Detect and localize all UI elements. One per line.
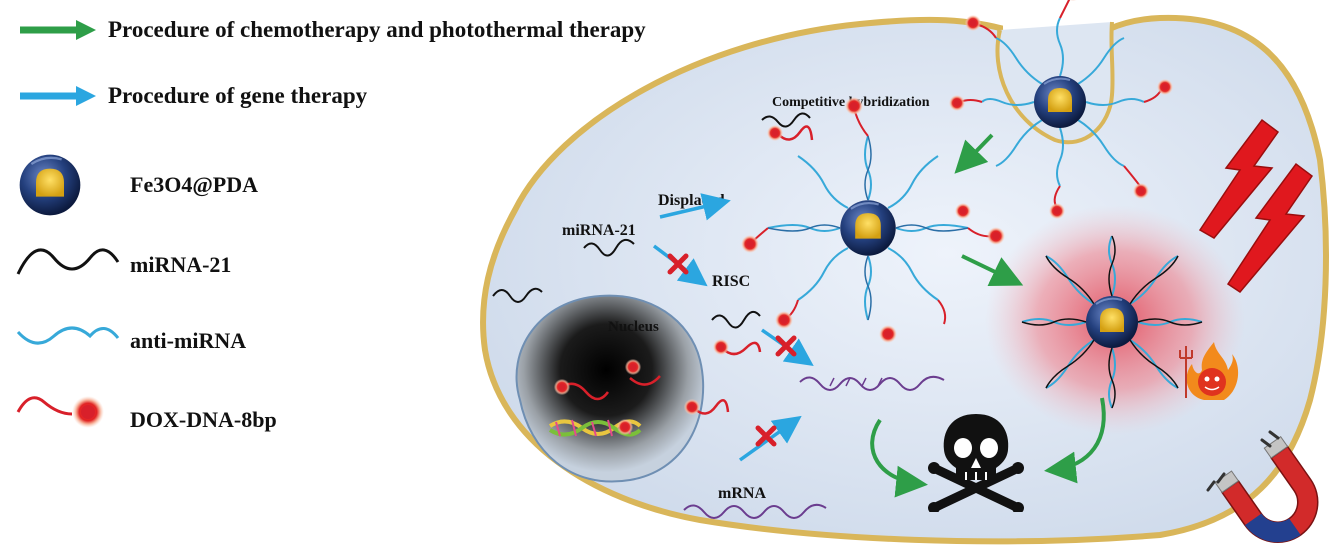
chemo-therapy-arrows (870, 133, 1106, 498)
legend: Procedure of chemotherapy and phototherm… (16, 17, 646, 432)
red-x-block-icon (667, 253, 797, 447)
central-nanoparticle-complex (741, 97, 1005, 343)
displaced-label: Displaced (658, 192, 725, 209)
free-mirna-strand (492, 287, 543, 303)
mirna21-label: miRNA-21 (562, 222, 636, 239)
mrna-strand (683, 503, 827, 519)
to-heat-arrow (961, 254, 1024, 287)
legend-blue-arrow-icon (20, 86, 96, 106)
cancer-cell: Nucleus Competitive hybr (480, 0, 1329, 545)
entering-nanoparticle-complex (948, 0, 1174, 220)
free-mirna-strand (761, 112, 811, 128)
nucleus: Nucleus (515, 294, 705, 483)
risc-mirna-strand (711, 310, 761, 329)
free-dox-dna (683, 124, 814, 416)
legend-mirna-label: miRNA-21 (130, 252, 231, 277)
laser-bolt-icon (1198, 118, 1314, 293)
mirna21-strand (583, 238, 635, 257)
legend-dox-dna-label: DOX-DNA-8bp (130, 407, 277, 432)
nucleus-label: Nucleus (608, 319, 659, 335)
legend-green-arrow-icon (20, 20, 96, 40)
curve-to-skull-right (1044, 397, 1106, 484)
legend-anti-mirna-icon (16, 326, 120, 345)
legend-nanoparticle-label: Fe3O4@PDA (130, 172, 258, 197)
mrna-strand (799, 375, 945, 391)
entry-arrow (954, 133, 994, 174)
legend-mirna-icon (16, 248, 120, 275)
legend-chemo-label: Procedure of chemotherapy and phototherm… (108, 17, 646, 42)
legend-dox-dna-icon (16, 396, 104, 428)
legend-gene-label: Procedure of gene therapy (108, 83, 368, 108)
heat-devil-icon (1179, 342, 1239, 400)
legend-anti-mirna-label: anti-miRNA (130, 328, 246, 353)
heated-nanoparticle-complex (1021, 235, 1203, 409)
mrna-label: mRNA (718, 485, 766, 502)
horseshoe-magnet-icon (1214, 435, 1319, 543)
risc-label: RISC (712, 273, 750, 290)
displaced-arrow (659, 193, 731, 221)
legend-nanoparticle-icon (18, 153, 82, 217)
curve-to-skull-left (870, 418, 928, 498)
magnet-field-lines (1206, 430, 1280, 492)
